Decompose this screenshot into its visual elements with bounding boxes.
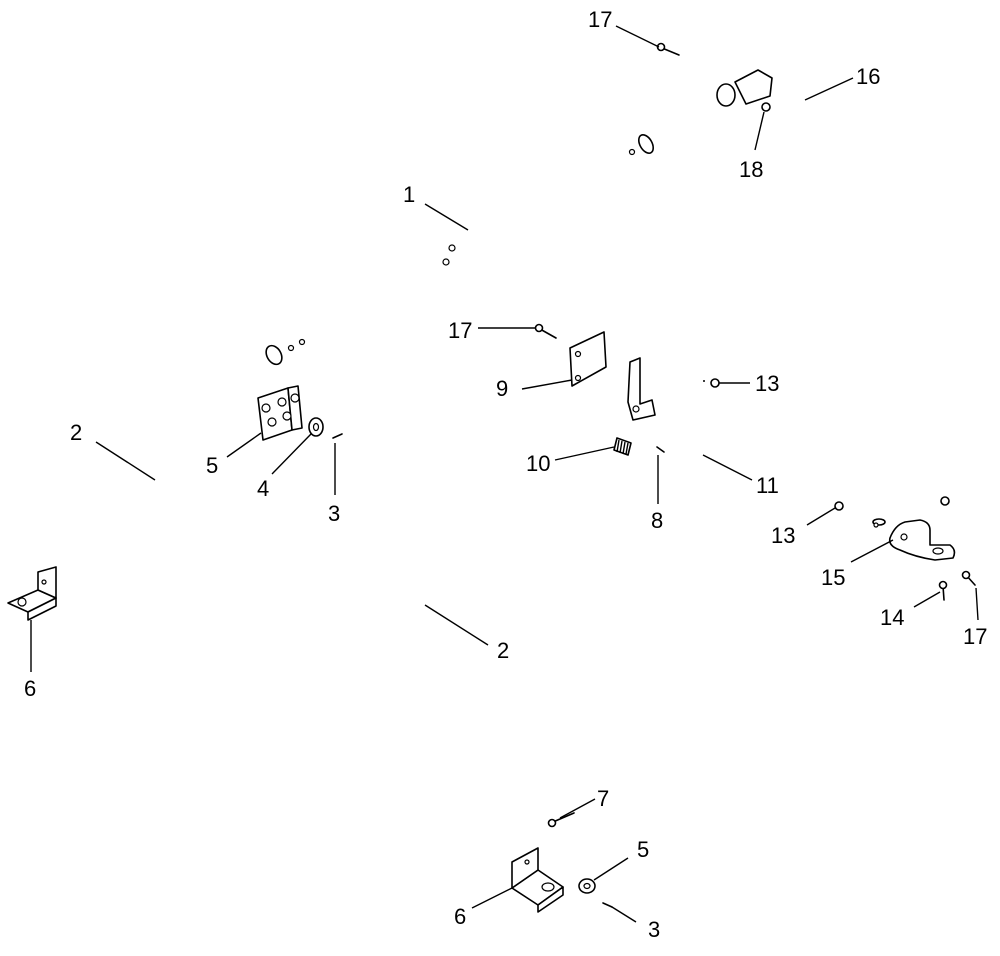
- callout-9: 9: [496, 376, 508, 401]
- callout-17-top: 17: [588, 7, 612, 32]
- callout-6-left: 6: [24, 676, 36, 701]
- leader-4: [271, 433, 312, 475]
- callout-1: 1: [403, 182, 415, 207]
- part-6-bottom-angle-bracket: [511, 847, 564, 913]
- part-15-mounting-plate: [888, 519, 956, 561]
- callout-7: 7: [597, 786, 609, 811]
- callout-2-center: 2: [497, 638, 509, 663]
- leader-2-left: [95, 441, 156, 481]
- leader-15: [850, 539, 894, 563]
- part-6-left-angle-bracket: [7, 566, 57, 621]
- leader-18: [754, 111, 765, 151]
- part-3-lower-cotter-pin: [602, 902, 613, 908]
- callout-17-right: 17: [963, 624, 987, 649]
- part-16-hoop-frame: [627, 49, 886, 528]
- part-11-j-pin: [663, 428, 721, 462]
- callout-16: 16: [856, 64, 880, 89]
- leader-11: [702, 454, 753, 481]
- leader-14: [913, 591, 941, 608]
- part-14-bolt: [938, 580, 948, 601]
- part-10-spring: [613, 437, 632, 456]
- callout-5-lower: 5: [637, 837, 649, 862]
- leader-5-upper: [226, 432, 262, 458]
- part-2-left-rod: [74, 315, 259, 614]
- callout-13-upper: 13: [755, 371, 779, 396]
- part-15-nut: [940, 496, 950, 506]
- part-5-bracket-plate: [257, 385, 303, 441]
- part-8-pin: [656, 446, 665, 453]
- part-13-upper-nut: [703, 378, 720, 388]
- part-7-pin: [547, 812, 575, 828]
- part-13-lower-nut: [834, 501, 844, 511]
- callout-10: 10: [526, 451, 550, 476]
- part-3-cotter-pin: [332, 433, 343, 439]
- leader-16: [804, 77, 854, 101]
- part-5-lower-washer: [578, 878, 596, 894]
- leader-1: [424, 203, 469, 231]
- leader-5-lower: [593, 857, 629, 881]
- leader-7: [559, 798, 596, 819]
- part-4-washer: [308, 417, 324, 437]
- callout-labels: 1 2 2 3 3 4 5 5 6 6 7 8 9 10 11 13 13 14…: [24, 7, 987, 942]
- callout-3-lower: 3: [648, 917, 660, 942]
- leader-10: [554, 446, 615, 461]
- callout-8: 8: [651, 508, 663, 533]
- callout-11: 11: [756, 473, 779, 498]
- callout-2-left: 2: [70, 420, 82, 445]
- part-17-mid-bolt: [534, 323, 557, 339]
- callout-14: 14: [880, 605, 904, 630]
- leader-9: [521, 379, 573, 390]
- callout-13-lower: 13: [771, 523, 795, 548]
- leader-13-lower: [806, 507, 836, 526]
- callout-15: 15: [821, 565, 845, 590]
- leader-lines: [30, 25, 979, 923]
- leader-17-right: [975, 587, 979, 621]
- part-1-cross-tube: [260, 133, 655, 366]
- callout-3-upper: 3: [328, 501, 340, 526]
- part-18-nut: [761, 102, 771, 112]
- callout-6-bottom: 6: [454, 904, 466, 929]
- leader-17-top: [615, 25, 660, 48]
- leader-3-lower: [611, 906, 637, 923]
- callout-18: 18: [739, 157, 763, 182]
- callout-4: 4: [257, 476, 269, 501]
- part-17-right-bolt: [961, 570, 976, 586]
- part-2-center-rod: [322, 357, 504, 843]
- callout-17-mid: 17: [448, 318, 472, 343]
- part-9-plate: [569, 331, 607, 387]
- leader-2-center: [424, 604, 489, 646]
- leader-6-bottom: [471, 887, 513, 909]
- part-17-top-bolt: [656, 42, 680, 56]
- callout-5-upper: 5: [206, 453, 218, 478]
